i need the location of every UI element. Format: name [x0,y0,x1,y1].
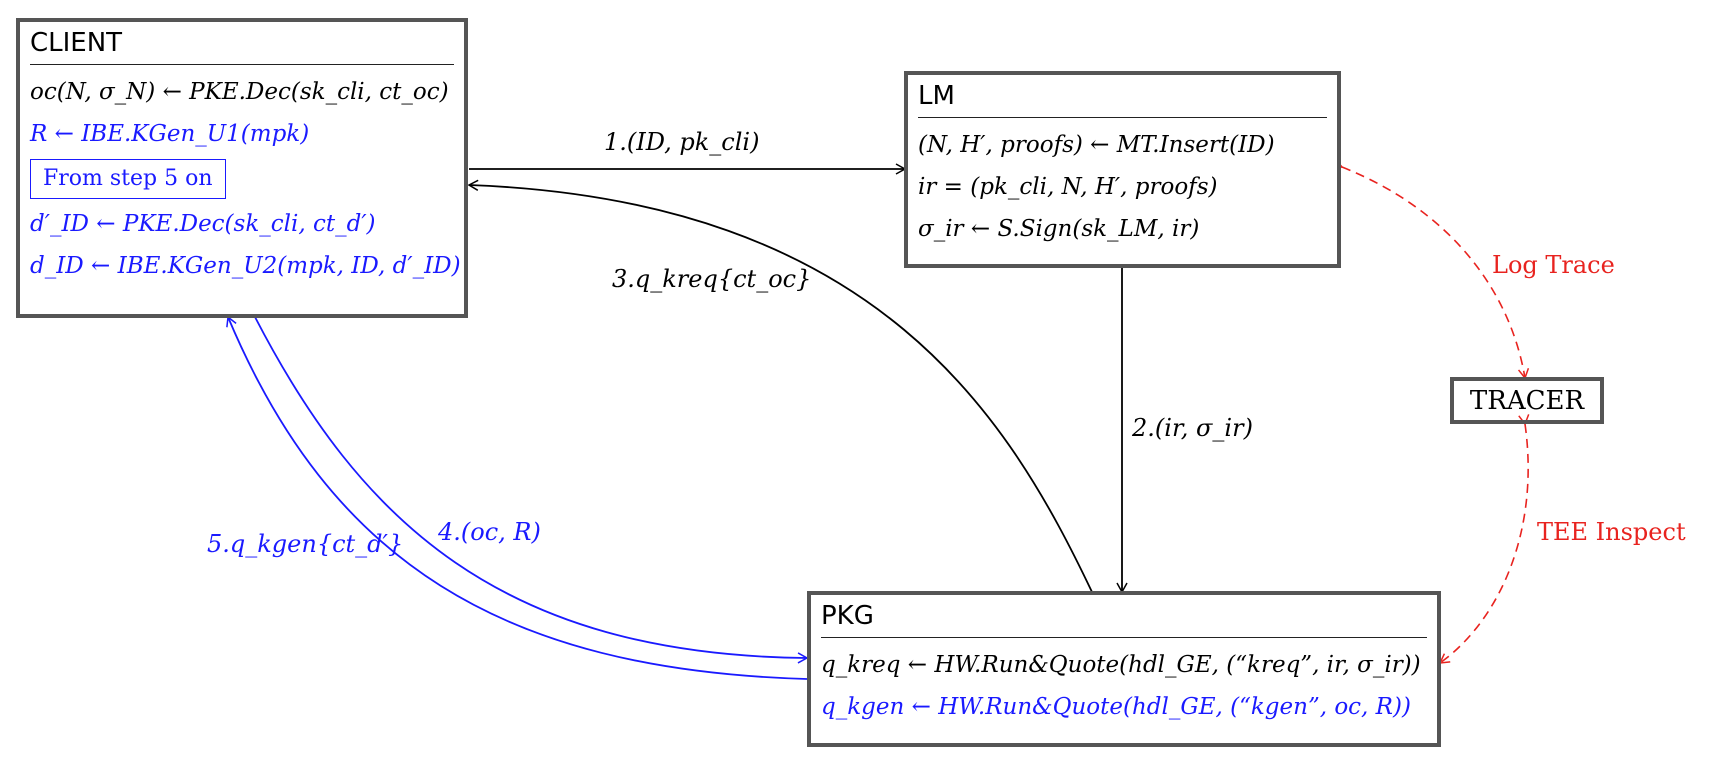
edge-step4 [254,316,809,664]
label-step2: 2.(ir, σ_ir) [1132,414,1253,442]
label-step1: 1.(ID, pk_cli) [604,128,760,156]
pkg-divider [821,637,1427,638]
pkg-box: PKG q_kreq ← HW.Run&Quote(hdl_GE, (“kreq… [807,591,1441,747]
lm-divider [918,117,1327,118]
client-line-1: oc(N, σ_N) ← PKE.Dec(sk_cli, ct_oc) [30,79,449,105]
edge-step3 [467,179,1093,593]
lm-line-3: σ_ir ← S.Sign(sk_LM, ir) [918,216,1200,242]
client-line-3: d′_ID ← PKE.Dec(sk_cli, ct_d′) [30,211,376,237]
edge-tee-inspect [1438,414,1530,664]
client-line-2: R ← IBE.KGen_U1(mpk) [30,121,310,147]
pkg-line-1: q_kreq ← HW.Run&Quote(hdl_GE, (“kreq”, i… [821,652,1421,678]
lm-title: LM [918,81,955,111]
client-box: CLIENT oc(N, σ_N) ← PKE.Dec(sk_cli, ct_o… [16,18,468,318]
label-log-trace: Log Trace [1492,251,1615,279]
pkg-title: PKG [821,601,874,631]
label-step5: 5.q_kgen{ct_d′} [207,530,404,558]
edge-log-trace [1331,158,1530,380]
client-title: CLIENT [30,28,123,58]
from-step-label: From step 5 on [30,159,226,199]
pkg-line-2: q_kgen ← HW.Run&Quote(hdl_GE, (“kgen”, o… [821,694,1411,720]
lm-box: LM (N, H′, proofs) ← MT.Insert(ID) ir = … [904,71,1341,268]
edge-step5 [226,315,808,680]
label-tee-inspect: TEE Inspect [1537,518,1686,546]
label-step3: 3.q_kreq{ct_oc} [612,265,812,293]
client-line-4: d_ID ← IBE.KGen_U2(mpk, ID, d′_ID) [30,253,461,279]
client-divider [30,64,454,65]
lm-line-1: (N, H′, proofs) ← MT.Insert(ID) [918,132,1275,158]
tracer-box: TRACER [1450,377,1604,424]
lm-line-2: ir = (pk_cli, N, H′, proofs) [918,174,1218,200]
label-step4: 4.(oc, R) [438,518,541,546]
